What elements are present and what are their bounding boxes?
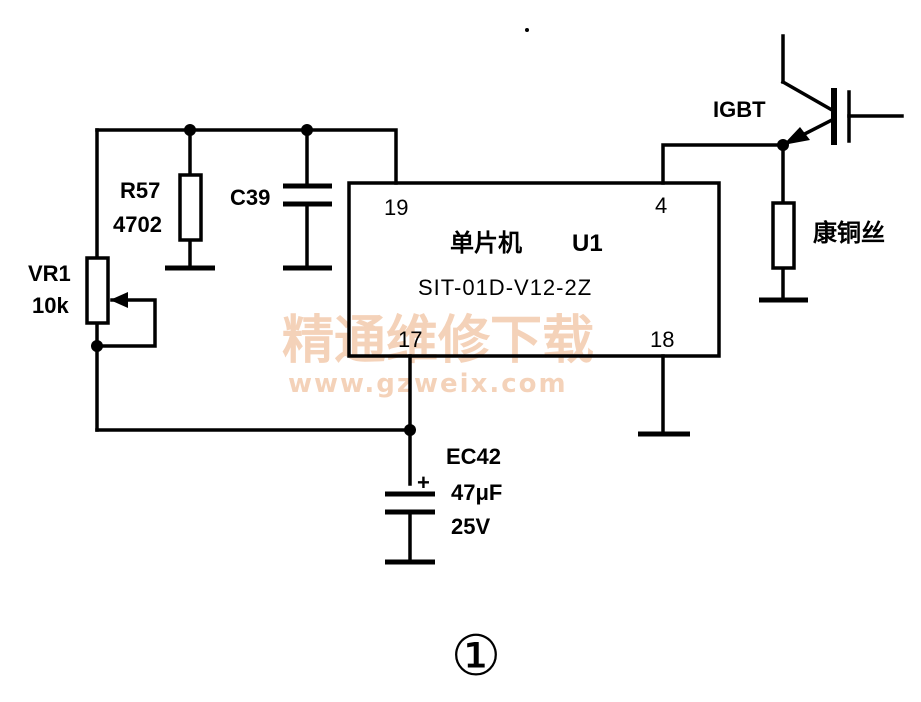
c39-capacitor: C39 (230, 183, 332, 210)
vr1-potentiometer: VR1 10k (28, 256, 157, 348)
igbt-name: IGBT (713, 97, 766, 122)
mcu-pin-19: 19 (384, 195, 408, 220)
shunt-body (771, 201, 796, 270)
figure-label: ① (451, 624, 501, 689)
wires (95, 128, 785, 564)
ec42-capacitance: 47μF (451, 480, 502, 505)
igbt-emitter-arrow-icon (783, 127, 810, 145)
igbt-transistor: IGBT (713, 34, 904, 148)
vr1-wiper-wire (95, 298, 157, 348)
mcu-model: SIT-01D-V12-2Z (418, 275, 592, 300)
ec42-polarity: + (417, 470, 430, 495)
mcu-body (347, 181, 721, 358)
mcu-u1: 19 4 17 18 单片机 U1 SIT-01D-V12-2Z (347, 181, 721, 358)
mcu-ref: U1 (572, 230, 603, 257)
mcu-title: 单片机 (450, 230, 522, 257)
watermark: 精通维修下载 www.gzweix.com (282, 311, 594, 399)
grounds (165, 265, 808, 565)
vr1-name: VR1 (28, 261, 71, 286)
junction-dot (404, 424, 416, 436)
ec42-name: EC42 (446, 444, 501, 469)
vr1-body (85, 256, 110, 325)
pin4-wire (661, 143, 785, 185)
shunt-resistor: 康铜丝 (771, 201, 885, 270)
mcu-pin-17: 17 (398, 327, 422, 352)
r57-value: 4702 (113, 212, 162, 237)
junctions (91, 124, 789, 436)
mcu-pin-4: 4 (655, 193, 667, 218)
junction-dot (184, 124, 196, 136)
ec42-voltage: 25V (451, 514, 490, 539)
c39-name: C39 (230, 185, 270, 210)
mcu-pin-18: 18 (650, 327, 674, 352)
watermark-url: www.gzweix.com (288, 369, 568, 399)
r57-body (178, 173, 203, 242)
shunt-name: 康铜丝 (813, 219, 885, 247)
igbt-collector-branch (780, 79, 835, 113)
ec42-capacitor: + EC42 47μF 25V (385, 444, 502, 539)
vr1-value: 10k (32, 293, 69, 318)
r57-resistor: R57 4702 (113, 173, 203, 242)
speck (525, 28, 529, 32)
vr1-wiper-arrow-icon (110, 292, 128, 308)
watermark-text: 精通维修下载 (282, 311, 594, 371)
junction-dot (301, 124, 313, 136)
top-rail-wire (95, 128, 398, 185)
r57-name: R57 (120, 178, 160, 203)
